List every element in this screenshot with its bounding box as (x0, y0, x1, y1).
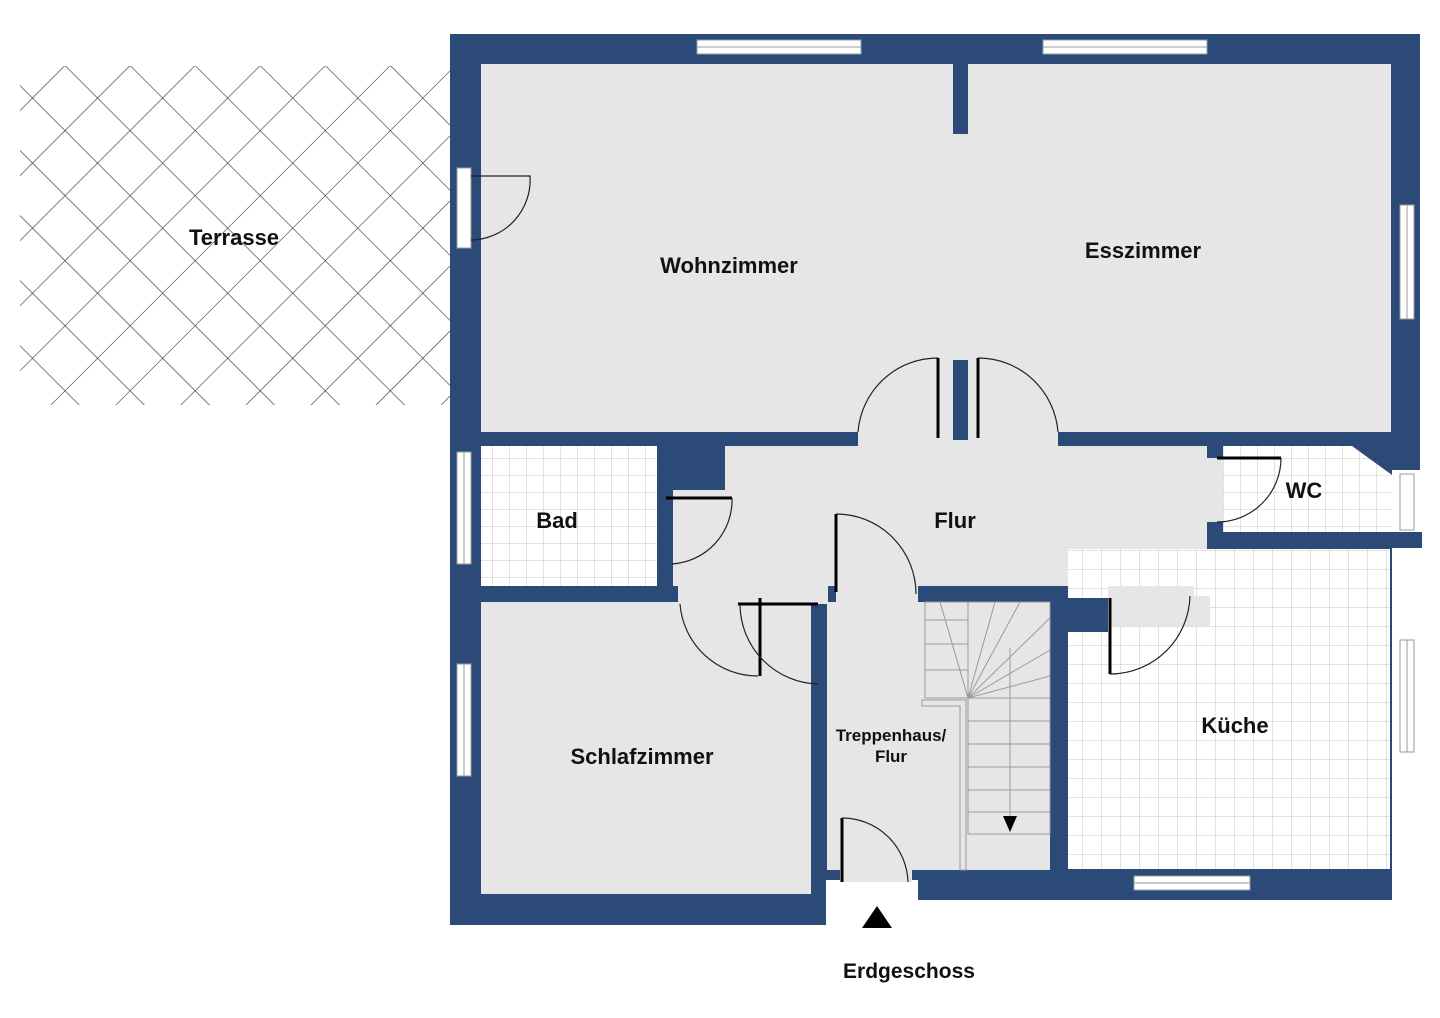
label-wohnzimmer: Wohnzimmer (660, 253, 798, 278)
terrace-area (20, 66, 450, 405)
wc-floor (1223, 446, 1392, 532)
door-openings (659, 64, 1422, 882)
wohnzimmer-floor (481, 64, 1391, 432)
label-flur: Flur (934, 508, 976, 533)
windows (456, 39, 1415, 891)
kueche-entry (1110, 596, 1210, 626)
label-kueche: Küche (1201, 713, 1268, 738)
label-treppenhaus-2: Flur (875, 747, 907, 766)
bad-floor (481, 446, 657, 586)
label-terrasse: Terrasse (189, 225, 279, 250)
label-esszimmer: Esszimmer (1085, 238, 1202, 263)
doors (470, 175, 1282, 883)
label-bad: Bad (536, 508, 578, 533)
room-labels: Terrasse Wohnzimmer Esszimmer Bad Flur W… (189, 225, 1322, 983)
entrance-arrow-icon (862, 906, 892, 928)
label-wc: WC (1286, 478, 1323, 503)
staircase (921, 601, 1051, 871)
room-floors (481, 64, 1392, 894)
flur-passage (673, 490, 733, 586)
floor-title: Erdgeschoss (843, 960, 975, 983)
label-treppenhaus-1: Treppenhaus/ (836, 726, 947, 745)
label-schlafzimmer: Schlafzimmer (570, 744, 713, 769)
stair-arrow-icon (1003, 816, 1017, 832)
schlafzimmer-floor (481, 602, 811, 894)
